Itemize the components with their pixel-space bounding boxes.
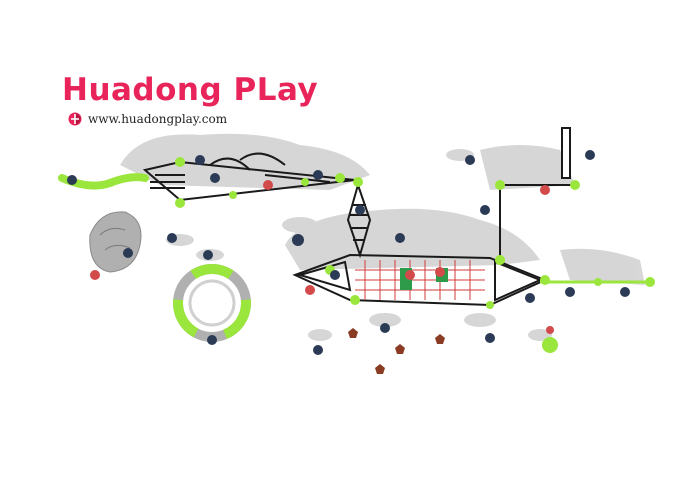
circular-track — [173, 264, 251, 342]
huadong-logo-icon — [68, 112, 82, 126]
stepping-stones — [348, 328, 445, 374]
brand-title: Huadong PLay — [62, 72, 319, 108]
slide-left — [58, 173, 149, 190]
spinner-seat — [542, 337, 558, 353]
climbing-rock — [89, 211, 142, 273]
website-url: www.huadongplay.com — [88, 112, 228, 126]
brand-website: www.huadongplay.com — [68, 112, 227, 126]
green-posts — [175, 157, 655, 309]
people-figures — [67, 150, 630, 355]
